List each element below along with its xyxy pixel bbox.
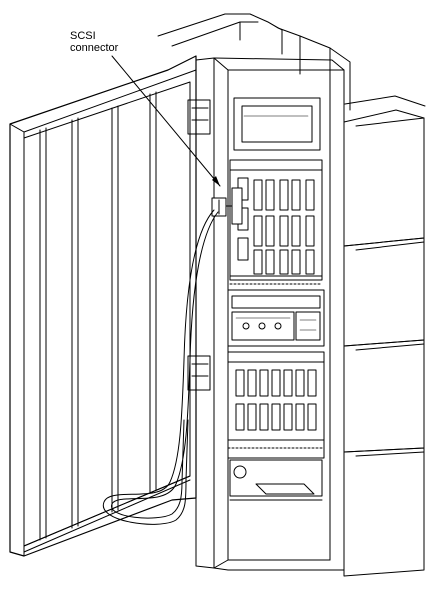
callout-arrowhead: [212, 176, 220, 186]
bottom-tray: [229, 459, 323, 501]
upper-card-cage: [229, 159, 323, 285]
cabinet-door: [9, 55, 211, 557]
control-panel: [227, 289, 325, 347]
background-cabinets: [157, 13, 426, 111]
scsi-cable: [103, 187, 243, 525]
callout-leader-line: [111, 55, 221, 187]
callout-line-1: SCSI: [70, 30, 96, 42]
top-panel: [233, 97, 321, 151]
callout-line-2: connector: [70, 42, 119, 54]
scsi-connector-callout: SCSI connector: [70, 30, 118, 54]
lower-card-cage: [227, 351, 325, 459]
adjacent-cabinet: [343, 109, 425, 577]
